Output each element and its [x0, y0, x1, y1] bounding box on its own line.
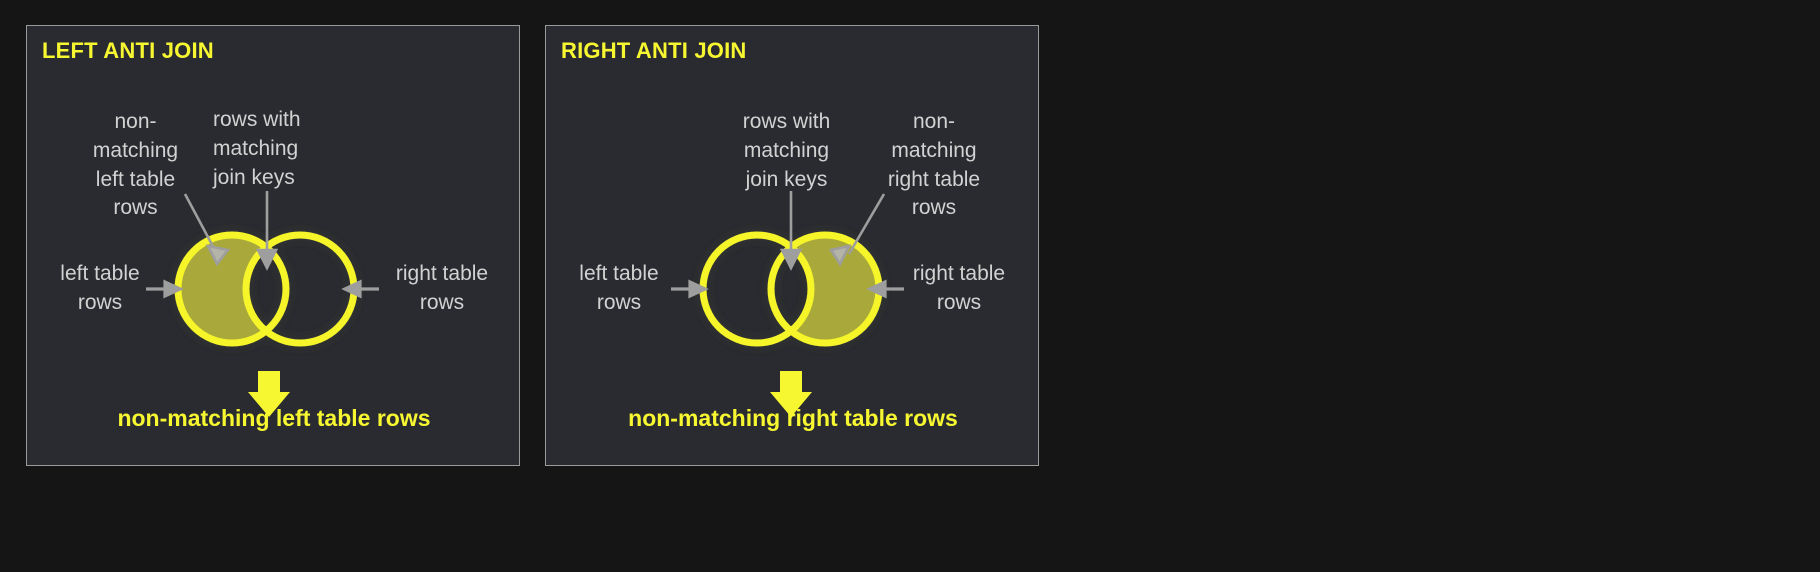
- arrowhead-left-table: [163, 279, 184, 299]
- leader-nonmatching: [847, 193, 886, 255]
- region-left-only-fill: [178, 235, 286, 343]
- label-non-matching-right: non- matching right table rows: [887, 110, 981, 220]
- label-non-matching-left: non- matching left table rows: [92, 110, 179, 220]
- label-right-table-rows-right: right table rows: [912, 262, 1006, 314]
- label-left-table-rows-right: left table rows: [579, 262, 659, 314]
- label-left-table-rows-left: left table rows: [60, 262, 140, 314]
- caption-right: non-matching right table rows: [628, 405, 958, 431]
- panel-left-anti-join: LEFT ANTI JOIN: [26, 25, 520, 466]
- side-arrows-right: [671, 279, 904, 299]
- label-join-keys-left: rows with matching join keys: [213, 108, 301, 189]
- leader-nonmatching: [183, 193, 219, 255]
- arrowhead-joinkeys: [255, 248, 279, 271]
- annotation-leaders-right: [779, 191, 886, 271]
- arrowhead-joinkeys: [779, 248, 803, 271]
- arrowhead-left-table: [688, 279, 709, 299]
- down-arrow-icon: [248, 371, 290, 417]
- panel-right-anti-join: RIGHT ANTI JOIN: [545, 25, 1039, 466]
- label-join-keys-right: rows with matching join keys: [742, 110, 831, 191]
- arrowhead-nonmatching: [205, 244, 231, 267]
- label-right-table-rows-left: right table rows: [395, 262, 489, 314]
- annotation-leaders-left: [183, 191, 279, 271]
- caption-left: non-matching left table rows: [117, 405, 431, 431]
- venn-diagram-left: [146, 191, 379, 417]
- panel-title-left: LEFT ANTI JOIN: [42, 38, 214, 63]
- side-arrows-left: [146, 279, 379, 299]
- arrowhead-right-table: [866, 279, 887, 299]
- region-right-only-fill: [771, 235, 879, 343]
- venn-diagram-right: [671, 191, 904, 417]
- panel-title-right: RIGHT ANTI JOIN: [561, 38, 747, 63]
- arrowhead-nonmatching: [828, 244, 852, 267]
- down-arrow-icon: [770, 371, 812, 417]
- arrowhead-right-table: [341, 279, 362, 299]
